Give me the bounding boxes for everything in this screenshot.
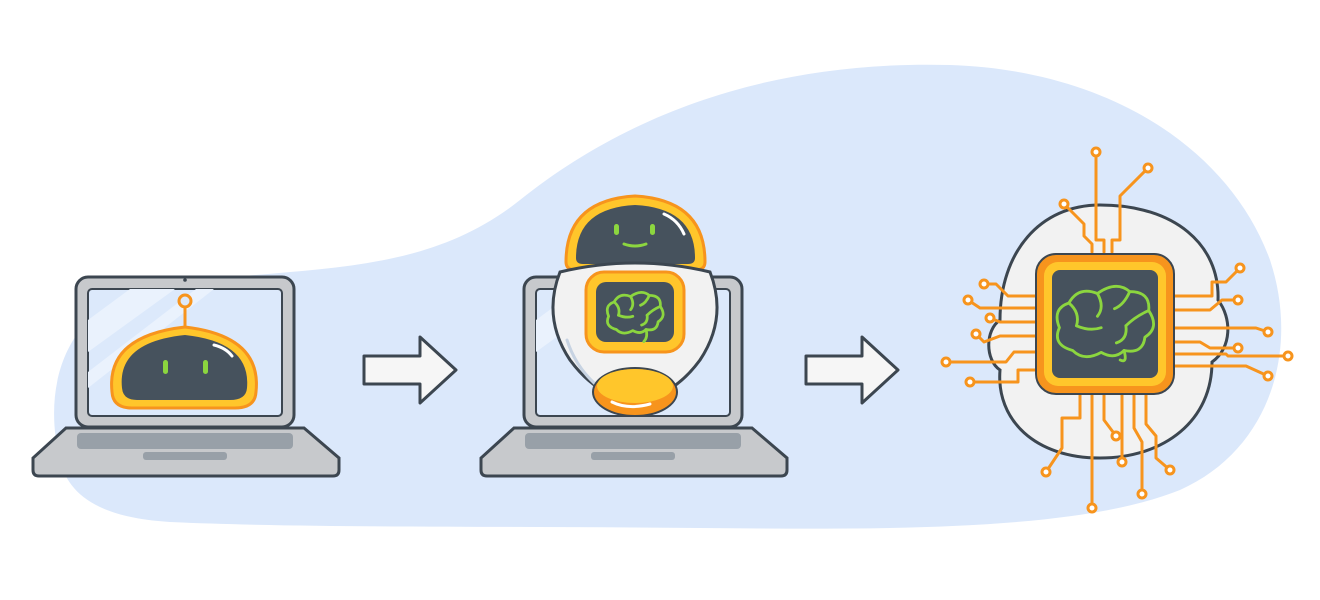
robot-with-brain-icon (551, 194, 719, 417)
brain-icon (605, 291, 665, 343)
circuit-nodes (940, 146, 1294, 514)
robot-face-icon (110, 293, 258, 410)
brain-icon (1055, 284, 1155, 363)
ai-chip-icon (940, 146, 1294, 514)
arrow-right-icon (362, 335, 458, 405)
arrow-right-icon (804, 335, 900, 405)
circuit-traces-icon (944, 150, 1290, 510)
